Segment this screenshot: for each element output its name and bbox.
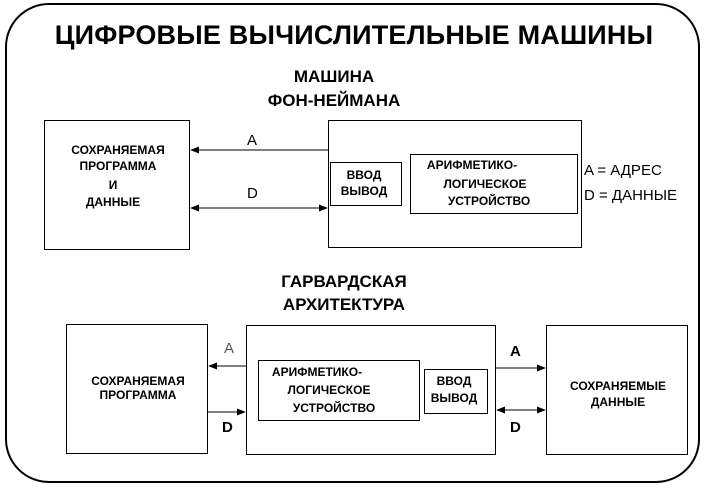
vn-io-box: ВВОД ВЫВОД: [330, 162, 402, 206]
hv-left-a-label: A: [224, 340, 235, 357]
hv-program-line1: СОХРАНЯЕМАЯ: [91, 374, 185, 388]
vn-alu-box: АРИФМЕТИКО- ЛОГИЧЕСКОЕ УСТРОЙСТВО: [410, 154, 578, 214]
vn-alu-line2: ЛОГИЧЕСКОЕ: [443, 177, 527, 191]
vn-memory-line2: ПРОГРАММА: [79, 159, 157, 173]
harvard-heading-line1: ГАРВАРДСКАЯ: [281, 272, 407, 291]
vn-memory-line3: И: [108, 178, 118, 192]
legend-data: D = ДАННЫЕ: [584, 187, 678, 204]
hv-data-line2: ДАННЫЕ: [590, 395, 646, 409]
harvard-heading-line2: АРХИТЕКТУРА: [282, 295, 406, 314]
vn-io-line1: ВВОД: [346, 168, 382, 182]
vn-alu-line3: УСТРОЙСТВО: [447, 194, 531, 208]
hv-data-box: СОХРАНЯЕМЫЕ ДАННЫЕ: [546, 325, 688, 455]
hv-alu-line3: УСТРОЙСТВО: [292, 401, 376, 415]
hv-right-a-label: A: [510, 343, 521, 360]
hv-io-box: ВВОД ВЫВОД: [424, 369, 488, 414]
hv-alu-box: АРИФМЕТИКО- ЛОГИЧЕСКОЕ УСТРОЙСТВО: [258, 360, 420, 421]
hv-right-d-label: D: [510, 419, 521, 436]
hv-alu-line2: ЛОГИЧЕСКОЕ: [287, 383, 371, 397]
legend-address: A = АДРЕС: [584, 162, 662, 179]
hv-data-line1: СОХРАНЯЕМЫЕ: [570, 379, 666, 393]
vn-io-line2: ВЫВОД: [340, 184, 388, 198]
page-title: ЦИФРОВЫЕ ВЫЧИСЛИТЕЛЬНЫЕ МАШИНЫ: [54, 20, 654, 50]
hv-io-line2: ВЫВОД: [430, 391, 478, 405]
vn-arrow-d-label: D: [247, 185, 258, 202]
hv-program-line2: ПРОГРАММА: [99, 388, 177, 402]
vn-memory-line4: ДАННЫЕ: [85, 195, 141, 209]
von-neumann-heading-line1: МАШИНА: [293, 67, 375, 86]
rounded-frame: [5, 3, 700, 483]
vn-alu-line1: АРИФМЕТИКО-: [426, 158, 518, 172]
vn-memory-box: СОХРАНЯЕМАЯ ПРОГРАММА И ДАННЫЕ: [44, 120, 190, 250]
vn-arrow-a-label: A: [247, 132, 258, 149]
vn-memory-line1: СОХРАНЯЕМАЯ: [71, 143, 165, 157]
von-neumann-heading-line2: ФОН-НЕЙМАНА: [267, 91, 401, 110]
hv-program-box: СОХРАНЯЕМАЯ ПРОГРАММА: [66, 324, 208, 454]
hv-left-d-label: D: [222, 419, 233, 436]
hv-io-line1: ВВОД: [436, 374, 472, 388]
hv-alu-line1: АРИФМЕТИКО-: [271, 365, 363, 379]
